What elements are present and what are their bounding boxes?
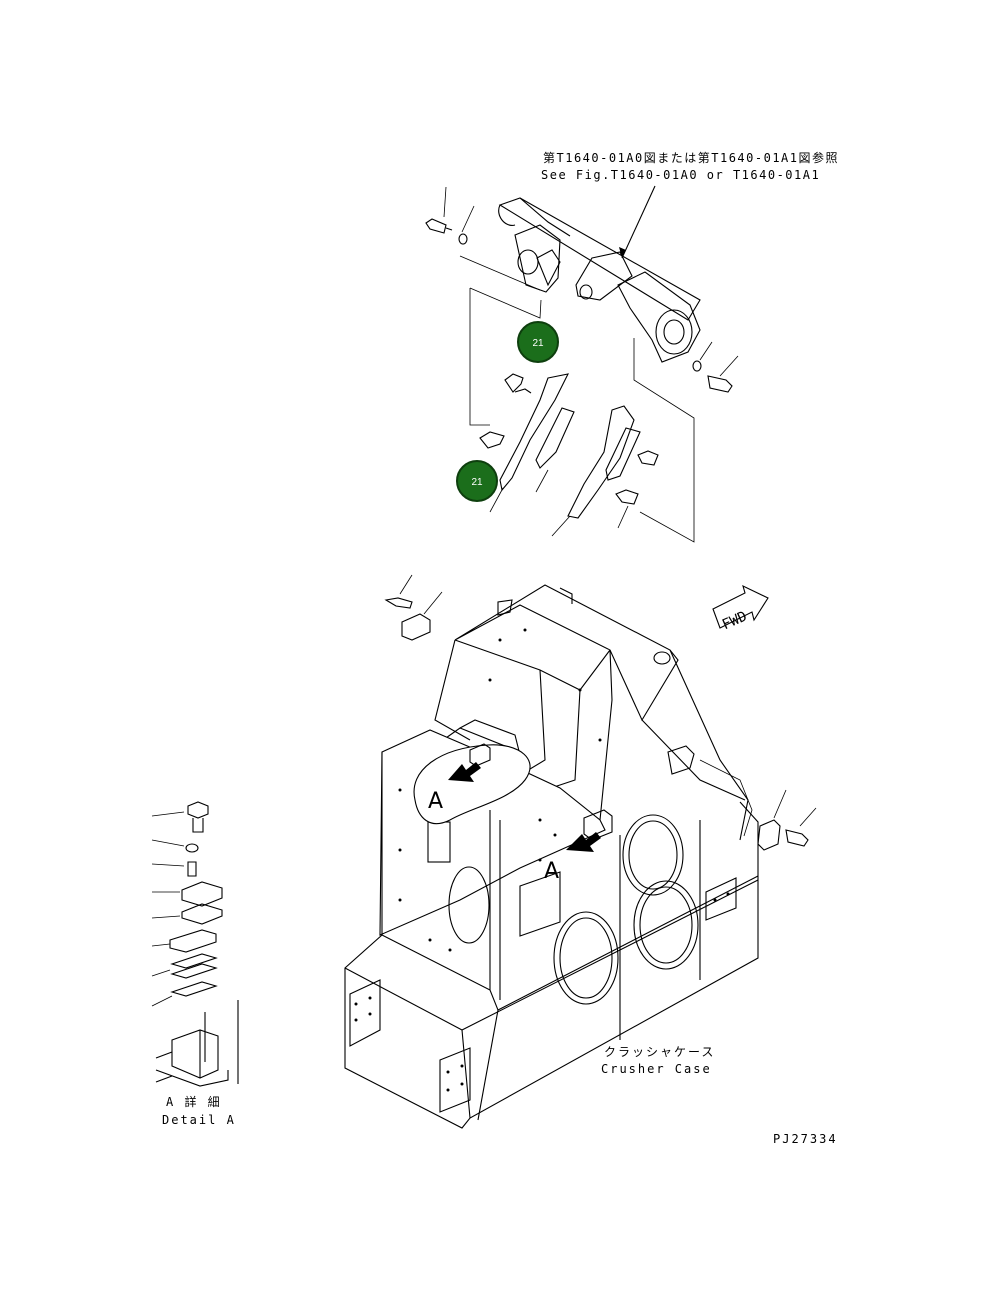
fwd-arrow-icon: FWD (712, 584, 769, 633)
reference-leader (621, 185, 656, 259)
callout-label: 21 (471, 477, 483, 488)
detail-a-exploded-view (151, 801, 239, 1087)
callout-21-upper[interactable]: 21 (517, 321, 559, 363)
callout-label: 21 (532, 338, 544, 349)
liner-plate-group (479, 373, 659, 537)
reference-note-en: See Fig.T1640-01A0 or T1640-01A1 (541, 168, 820, 182)
view-a-label-1: A (428, 789, 443, 814)
crusher-case-label-en: Crusher Case (601, 1062, 712, 1076)
reference-arrowhead (619, 247, 626, 258)
callout-21-lower[interactable]: 21 (456, 460, 498, 502)
crusher-case-body: A A (344, 574, 817, 1129)
figure-id: PJ27334 (773, 1132, 838, 1146)
detail-a-label-en: Detail A (162, 1113, 236, 1127)
crusher-case-label-jp: クラッシャケース (604, 1045, 715, 1059)
fwd-label: FWD (720, 608, 750, 633)
upper-shaft-assembly (425, 186, 739, 543)
reference-note-jp: 第T1640-01A0図または第T1640-01A1図参照 (543, 150, 839, 165)
view-a-label-2: A (544, 859, 559, 884)
detail-a-label-jp: A 詳 細 (166, 1094, 222, 1109)
